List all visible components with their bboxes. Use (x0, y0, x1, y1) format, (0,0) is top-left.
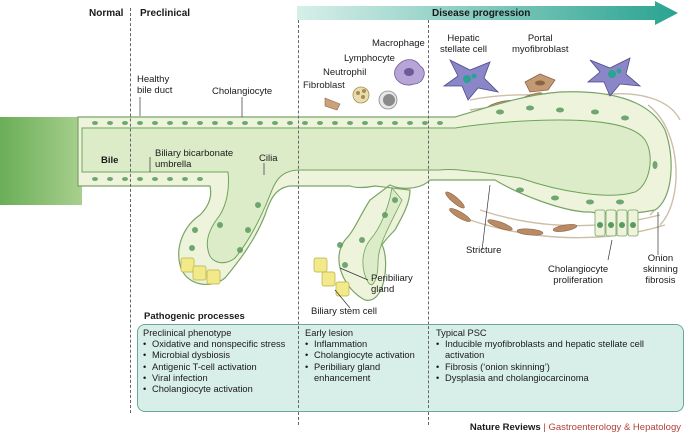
list-item: Cholangiocyte activation (143, 384, 293, 395)
label-healthy-bile-duct: Healthy bile duct (137, 74, 173, 96)
column-divider-1 (298, 326, 299, 408)
stem-cells (180, 257, 350, 297)
list-item: Fibrosis (‘onion skinning’) (436, 362, 676, 373)
credit-separator: | (543, 422, 546, 433)
label-lymphocyte: Lymphocyte (344, 53, 395, 64)
gland-lumen (362, 187, 403, 286)
journal-credit: Nature Reviews | Gastroenterology & Hepa… (470, 422, 681, 433)
normal-preclinical-divider (130, 8, 131, 413)
label-neutrophil: Neutrophil (323, 67, 367, 78)
stage-normal: Normal (89, 8, 124, 19)
label-portal-myofibroblast: Portal myofibroblast (512, 33, 569, 55)
column-preclinical: Preclinical phenotype Oxidative and nons… (143, 328, 293, 395)
lymphocyte-cell (378, 90, 398, 110)
leader-lines (139, 97, 659, 309)
list-item: Microbial dysbiosis (143, 350, 293, 361)
stage-disease-progression: Disease progression (432, 8, 531, 19)
column-divider-2 (428, 326, 429, 408)
list-item: Dysplasia and cholangiocarcinoma (436, 373, 676, 384)
list-item: Inflammation (305, 339, 423, 350)
column-early-lesion: Early lesion Inflammation Cholangiocyte … (305, 328, 423, 384)
column-title: Early lesion (305, 328, 354, 338)
cholangiocyte-nuclei (92, 105, 658, 268)
label-hepatic-stellate-cell: Hepatic stellate cell (440, 33, 487, 55)
stage-preclinical: Preclinical (140, 8, 191, 19)
preclinical-progression-divider (298, 20, 299, 425)
fibroblast-cell (324, 97, 341, 111)
macrophage-cell (394, 59, 425, 86)
list-item: Antigenic T-cell activation (143, 362, 293, 373)
progression-arrow (297, 1, 678, 25)
list-item: Inducible myofibroblasts and hepatic ste… (436, 339, 676, 361)
journal-name: Gastroenterology & Hepatology (548, 422, 681, 433)
list-item: Peribiliary gland enhancement (305, 362, 423, 384)
column-title: Preclinical phenotype (143, 328, 232, 338)
publisher-name: Nature Reviews (469, 422, 541, 433)
portal-myofibroblast-cell (524, 73, 556, 93)
column-title: Typical PSC (436, 328, 487, 338)
list-item: Cholangiocyte activation (305, 350, 423, 361)
label-macrophage: Macrophage (372, 38, 425, 49)
list-item: Oxidative and nonspecific stress (143, 339, 293, 350)
activated-stellate-cell (586, 57, 642, 97)
hepatic-stellate-cell (442, 59, 500, 101)
label-cholangiocyte: Cholangiocyte (212, 86, 273, 97)
progression-divider (428, 20, 429, 425)
pathogenic-heading: Pathogenic processes (144, 311, 245, 322)
label-biliary-stem-cell: Biliary stem cell (311, 306, 377, 317)
duct-lumen (81, 119, 651, 264)
column-typical-psc: Typical PSC Inducible myofibroblasts and… (436, 328, 676, 384)
label-cholangiocyte-proliferation: Cholangiocyte proliferation (548, 264, 609, 286)
bile-duct-pipe (0, 117, 82, 205)
label-fibroblast: Fibroblast (303, 80, 345, 91)
label-bile: Bile (101, 155, 119, 166)
label-stricture: Stricture (466, 245, 502, 256)
label-onion-skinning-fibrosis: Onion skinning fibrosis (643, 253, 678, 286)
label-cilia: Cilia (259, 153, 278, 164)
neutrophil-cell (352, 86, 370, 104)
list-item: Viral infection (143, 373, 293, 384)
label-bicarbonate-umbrella: Biliary bicarbonate umbrella (155, 148, 234, 170)
label-peribiliary-gland: Peribiliary gland (371, 273, 413, 295)
